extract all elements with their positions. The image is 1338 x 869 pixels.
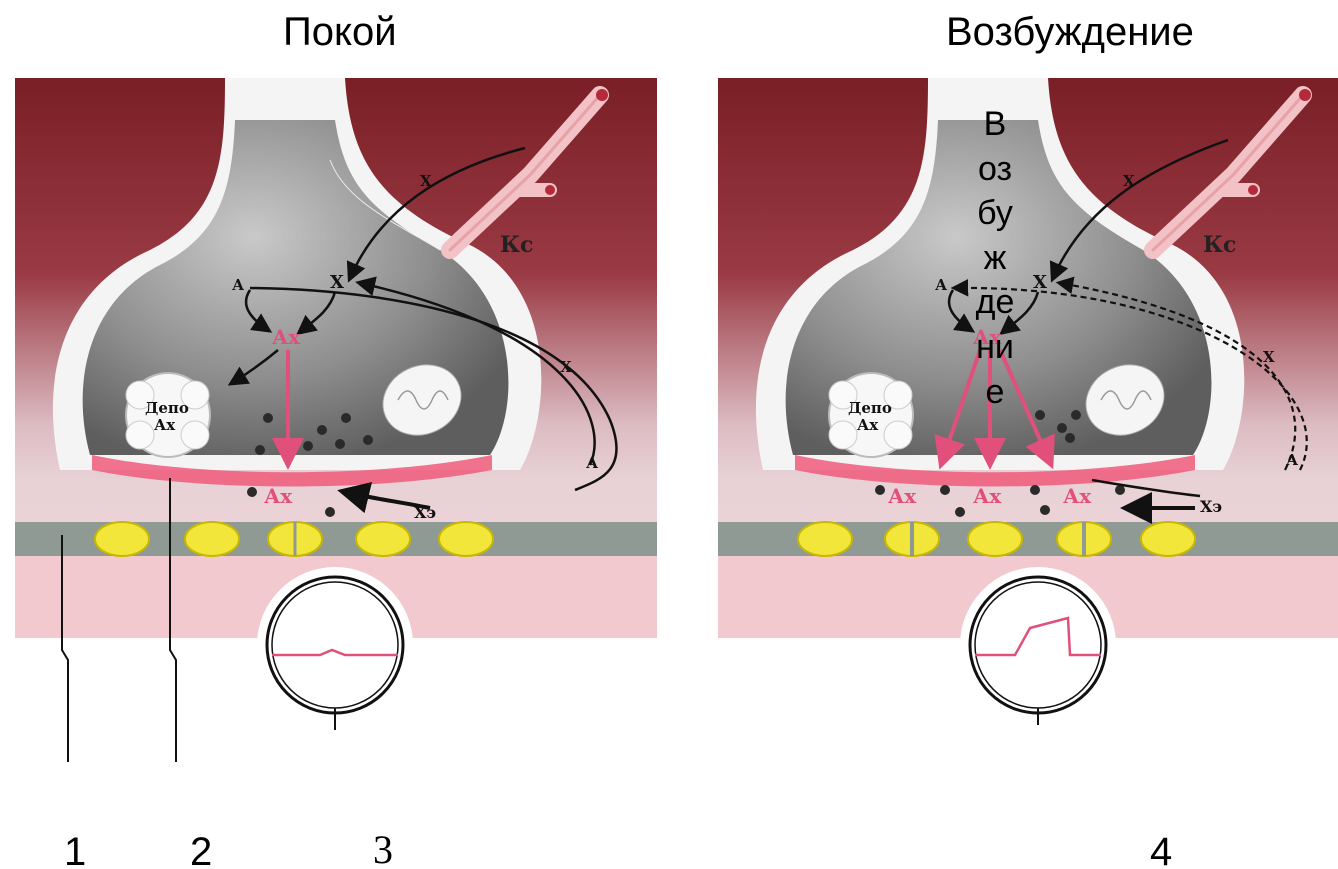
- label-depot-ax-2: Ах: [857, 416, 879, 434]
- title-rest: Покой: [283, 10, 393, 54]
- label-x-top: Х: [330, 272, 344, 293]
- oscilloscope-rest: [257, 567, 413, 730]
- label-kc: Кс: [500, 232, 533, 258]
- label-ax-cleft-b: Ах: [973, 484, 1002, 508]
- label-x-right-2: Х: [1263, 348, 1275, 366]
- title-excitation: Возбуждение: [946, 10, 1226, 54]
- label-xe-2: Хэ: [1200, 497, 1222, 516]
- number-3: 3: [373, 826, 393, 869]
- label-kc-2: Кс: [1203, 232, 1236, 258]
- label-x-right: Х: [560, 358, 572, 376]
- label-ax-cleft: Ах: [264, 484, 293, 508]
- label-depot-ax: Ах: [154, 416, 176, 434]
- label-x-top-2: Х: [1033, 272, 1047, 293]
- label-ax-cleft-a: Ах: [888, 484, 917, 508]
- rest-panel: А Х Ах Х Х А Кс Ах Хэ Депо Ах: [15, 78, 657, 762]
- label-depot: Депо: [145, 399, 189, 417]
- label-a-top: А: [232, 276, 245, 294]
- label-a-top-2: А: [935, 276, 948, 294]
- label-ax-center: Ах: [272, 325, 301, 349]
- number-4: 4: [1150, 830, 1172, 869]
- vertical-overlay-text: Возбуждение: [975, 102, 1015, 414]
- number-1: 1: [64, 830, 86, 869]
- label-ax-cleft-c: Ах: [1063, 484, 1092, 508]
- number-2: 2: [190, 830, 212, 869]
- label-xe: Хэ: [414, 503, 436, 522]
- oscilloscope-excited: [960, 567, 1116, 725]
- label-depot-2: Депо: [848, 399, 892, 417]
- label-a-right-2: А: [1286, 451, 1299, 469]
- excitation-panel: А Х Ах Х Х А Кс Ах Ах Ах Хэ Депо Ах: [718, 78, 1338, 725]
- label-x-path-2: Х: [1123, 172, 1135, 190]
- label-a-right: А: [586, 454, 599, 472]
- label-x-path: Х: [420, 172, 432, 190]
